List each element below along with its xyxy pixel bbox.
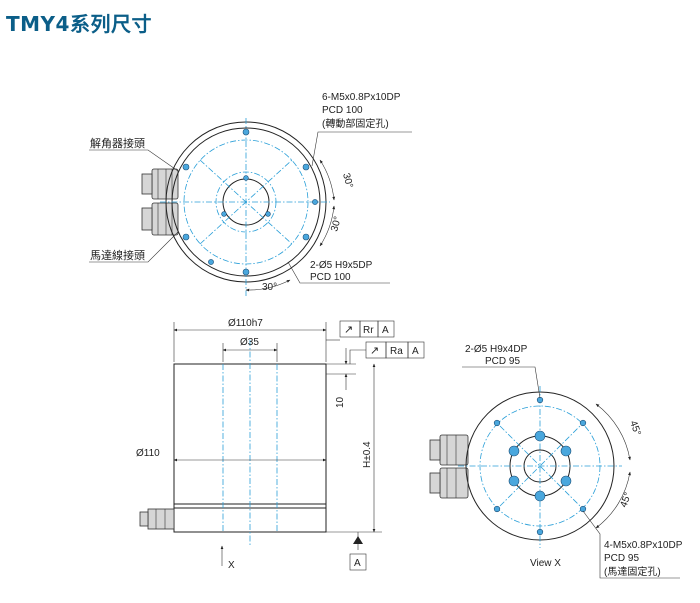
dim-dia-bore: Ø35: [240, 337, 259, 348]
bottom-angle-b: 45°: [618, 491, 634, 509]
bottom-pin-line2: PCD 95: [485, 356, 520, 367]
datum-label: A: [354, 558, 361, 569]
bottom-connector-upper: [429, 434, 469, 466]
fcf2-symbol: ↗: [370, 345, 379, 357]
resolver-connector-shape: [141, 168, 179, 200]
dim-height: H±0.4: [362, 441, 373, 468]
dim-dia-top: Ø110h7: [228, 318, 263, 329]
top-angle-b: 30°: [329, 215, 344, 232]
dim-dia-body: Ø110: [136, 448, 160, 459]
view-x-label: View X: [530, 558, 561, 569]
top-pin-line1: 2-Ø5 H9x5DP: [310, 260, 373, 271]
bottom-pin-line1: 2-Ø5 H9x4DP: [465, 344, 528, 355]
view-arrow-label: X: [228, 560, 235, 571]
top-thread-line2: PCD 100: [322, 105, 363, 116]
fcf2-datum: A: [412, 346, 419, 357]
top-view: 30° 30° 30° 解角器接頭 馬達線接頭 6-M5x0.8Px10DP P…: [89, 92, 412, 296]
bottom-thread-line1: 4-M5x0.8Px10DP: [604, 540, 683, 551]
fcf1-label: Rr: [363, 325, 374, 336]
bottom-thread-line3: (馬達固定孔): [604, 565, 661, 578]
motor-connector-label: 馬達線接頭: [90, 248, 145, 262]
bottom-connector-lower: [429, 467, 469, 499]
side-connector-shape: [139, 508, 175, 530]
fcf1-datum: A: [382, 325, 389, 336]
bottom-thread-line2: PCD 95: [604, 553, 639, 564]
top-angle-c: 30°: [262, 282, 277, 293]
top-thread-line3: (轉動部固定孔): [322, 117, 389, 130]
fcf1-symbol: ↗: [344, 324, 353, 336]
bottom-angle-a: 45°: [627, 419, 643, 437]
fcf2-label: Ra: [390, 346, 403, 357]
top-pin-line2: PCD 100: [310, 272, 351, 283]
top-thread-line1: 6-M5x0.8Px10DP: [322, 92, 401, 103]
bottom-view: 45° 45° 2-Ø5 H9x4DP PCD 95 4-M5x0.8Px10D…: [429, 344, 683, 579]
dim-10: 10: [335, 396, 346, 408]
side-view: Ø110h7 Ø35 Ø110 10 H±0.4 ↗ Rr A ↗ Ra A: [136, 318, 425, 571]
resolver-connector-label: 解角器接頭: [90, 136, 145, 150]
page-title: TMY4系列尺寸: [6, 12, 152, 36]
top-angle-a: 30°: [340, 172, 355, 189]
